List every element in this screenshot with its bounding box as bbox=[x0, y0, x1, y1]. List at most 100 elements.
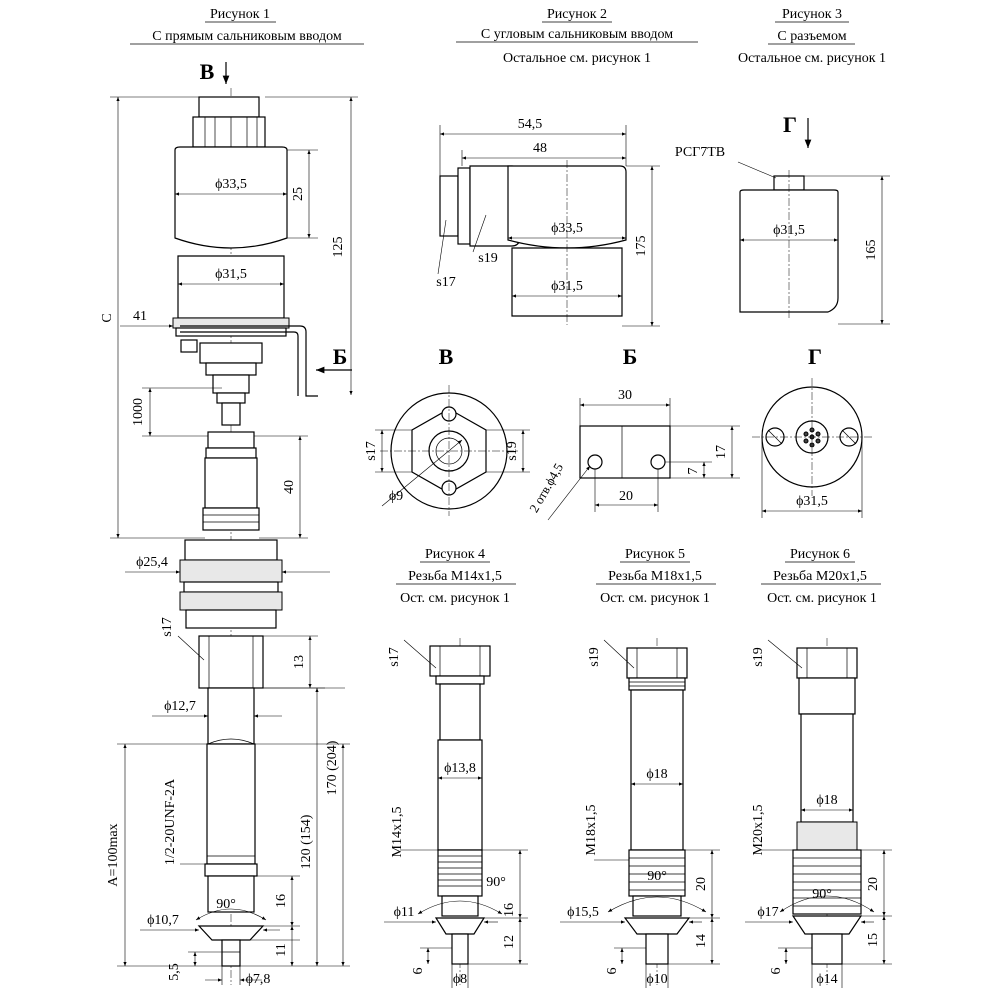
dim-d33-5-fig2: ϕ33,5 bbox=[551, 221, 583, 236]
dim-6-fig6: 6 bbox=[769, 968, 784, 975]
dim-12-fig4: 12 bbox=[502, 935, 517, 949]
dim-d31-5-fig3: ϕ31,5 bbox=[773, 223, 805, 238]
figure-1-dimensions: ϕ33,5 25 125 ϕ31,5 C 41 Б 1000 40 ϕ25,4 … bbox=[100, 96, 358, 987]
view-g: Г ϕ31,5 bbox=[752, 344, 872, 518]
figure-2: Рисунок 2 С угловым сальниковым вводом О… bbox=[439, 7, 698, 325]
dim-s19-fig6: s19 bbox=[751, 647, 766, 666]
dim-a100max: A=100max bbox=[106, 823, 121, 886]
dim-angle-90-fig1: 90° bbox=[216, 897, 236, 912]
dim-angle-90-fig4: 90° bbox=[486, 875, 506, 890]
dim-d33-5: ϕ33,5 bbox=[215, 177, 247, 192]
dim-120-154: 120 (154) bbox=[299, 814, 314, 869]
fig2-note: Остальное см. рисунок 1 bbox=[503, 51, 651, 66]
dim-d18-fig5: ϕ18 bbox=[646, 767, 667, 782]
dim-angle-90-fig6: 90° bbox=[812, 887, 832, 902]
dim-54-5: 54,5 bbox=[518, 117, 543, 132]
view-b-title: Б bbox=[623, 344, 638, 369]
dim-165: 165 bbox=[864, 240, 879, 261]
dim-s17-fig4: s17 bbox=[387, 647, 402, 666]
dim-d7-8: ϕ7,8 bbox=[246, 972, 271, 987]
fig3-subtitle: С разъемом bbox=[777, 29, 846, 44]
fig5-thread: Резьба М18х1,5 bbox=[608, 569, 702, 584]
fig1-title: Рисунок 1 bbox=[210, 7, 270, 22]
dim-m18: М18х1,5 bbox=[584, 805, 599, 856]
dim-d13-8: ϕ13,8 bbox=[444, 761, 476, 776]
fig1-subtitle: С прямым сальниковым вводом bbox=[152, 29, 342, 44]
dim-s17-fig2: s17 bbox=[436, 275, 455, 290]
dim-20-fig6: 20 bbox=[866, 877, 881, 891]
connector-label: РСГ7ТВ bbox=[675, 145, 725, 160]
fig6-thread: Резьба М20х1,5 bbox=[773, 569, 867, 584]
view-v: В s17 s19 ϕ9 bbox=[364, 344, 530, 516]
dim-14-fig5: 14 bbox=[694, 934, 709, 948]
figure-1: Рисунок 1 С прямым сальниковым вводом В bbox=[130, 7, 364, 985]
dim-d8: ϕ8 bbox=[453, 972, 467, 987]
dim-15-fig6: 15 bbox=[866, 933, 881, 947]
dim-s19-fig2: s19 bbox=[478, 251, 497, 266]
view-b-marker-fig1: Б bbox=[333, 344, 348, 369]
view-g-title: Г bbox=[808, 344, 822, 369]
dim-s19-view-v: s19 bbox=[505, 441, 520, 460]
dim-d31-5-fig2: ϕ31,5 bbox=[551, 279, 583, 294]
dim-6-fig4: 6 bbox=[411, 968, 426, 975]
figure-4-dimensions: s17 ϕ13,8 М14х1,5 90° 16 ϕ11 12 6 ϕ8 bbox=[384, 639, 528, 988]
dim-s19-fig5: s19 bbox=[587, 647, 602, 666]
fig4-thread: Резьба М14х1,5 bbox=[408, 569, 502, 584]
fig2-title: Рисунок 2 bbox=[547, 7, 607, 22]
fig5-title: Рисунок 5 bbox=[625, 547, 685, 562]
dim-40: 40 bbox=[282, 480, 297, 494]
dim-d14-fig6: ϕ14 bbox=[816, 972, 837, 987]
dim-d25-4: ϕ25,4 bbox=[136, 555, 168, 570]
dim-m20: М20х1,5 bbox=[751, 805, 766, 856]
dim-41: 41 bbox=[133, 309, 147, 324]
figure-2-dimensions: 54,5 48 ϕ33,5 175 s19 s17 ϕ31,5 bbox=[436, 117, 660, 327]
dim-c: C bbox=[100, 313, 115, 322]
dim-20-fig5: 20 bbox=[694, 877, 709, 891]
dim-d18-fig6: ϕ18 bbox=[816, 793, 837, 808]
figure-5-dimensions: s19 ϕ18 М18х1,5 90° 20 ϕ15,5 14 6 ϕ10 bbox=[560, 639, 720, 988]
dim-unf-thread: 1/2-20UNF-2A bbox=[163, 778, 178, 865]
figure-3-dimensions: РСГ7ТВ ϕ31,5 165 bbox=[675, 145, 890, 325]
dim-s17-view-v: s17 bbox=[364, 441, 379, 460]
fig5-note: Ост. см. рисунок 1 bbox=[600, 591, 710, 606]
figure-6-dimensions: s19 ϕ18 М20х1,5 90° 20 ϕ17 15 6 ϕ14 bbox=[745, 639, 892, 988]
view-v-title: В bbox=[439, 344, 454, 369]
dim-d31-5: ϕ31,5 bbox=[215, 267, 247, 282]
fig3-title: Рисунок 3 bbox=[782, 7, 842, 22]
dim-d17-fig6: ϕ17 bbox=[757, 905, 778, 920]
fig6-title: Рисунок 6 bbox=[790, 547, 850, 562]
dim-16-fig1: 16 bbox=[274, 894, 289, 908]
dim-11-fig1: 11 bbox=[274, 943, 289, 956]
view-v-marker: В bbox=[200, 59, 215, 84]
dim-d10-fig5: ϕ10 bbox=[646, 972, 667, 987]
dim-holes: 2 отв.ϕ4,5 bbox=[526, 461, 566, 515]
dim-d10-7: ϕ10,7 bbox=[147, 913, 179, 928]
fig4-note: Ост. см. рисунок 1 bbox=[400, 591, 510, 606]
dim-d11-fig4: ϕ11 bbox=[394, 905, 415, 920]
fig4-title: Рисунок 4 bbox=[425, 547, 485, 562]
dim-d12-7: ϕ12,7 bbox=[164, 699, 196, 714]
dim-angle-90-fig5: 90° bbox=[647, 869, 667, 884]
fig2-subtitle: С угловым сальниковым вводом bbox=[481, 27, 673, 42]
dim-20-view-b: 20 bbox=[619, 489, 633, 504]
dim-25: 25 bbox=[291, 187, 306, 201]
dim-5-5: 5,5 bbox=[167, 963, 182, 981]
figure-3: Рисунок 3 С разъемом Остальное см. рисун… bbox=[738, 7, 886, 320]
dim-7-view-b: 7 bbox=[686, 468, 701, 475]
fig6-note: Ост. см. рисунок 1 bbox=[767, 591, 877, 606]
dim-175: 175 bbox=[634, 236, 649, 257]
dim-17-view-b: 17 bbox=[714, 445, 729, 459]
dim-125: 125 bbox=[331, 237, 346, 258]
dim-13: 13 bbox=[292, 655, 307, 669]
fig3-note: Остальное см. рисунок 1 bbox=[738, 51, 886, 66]
dim-d9: ϕ9 bbox=[389, 489, 403, 504]
dim-6-fig5: 6 bbox=[605, 968, 620, 975]
dim-30: 30 bbox=[618, 388, 632, 403]
dim-m14: М14х1,5 bbox=[390, 807, 405, 858]
dim-1000: 1000 bbox=[131, 398, 146, 426]
dim-d31-5-view-g: ϕ31,5 bbox=[796, 494, 828, 509]
dim-s17-fig1: s17 bbox=[160, 617, 175, 636]
dim-48: 48 bbox=[533, 141, 547, 156]
dim-16-fig4: 16 bbox=[502, 903, 517, 917]
